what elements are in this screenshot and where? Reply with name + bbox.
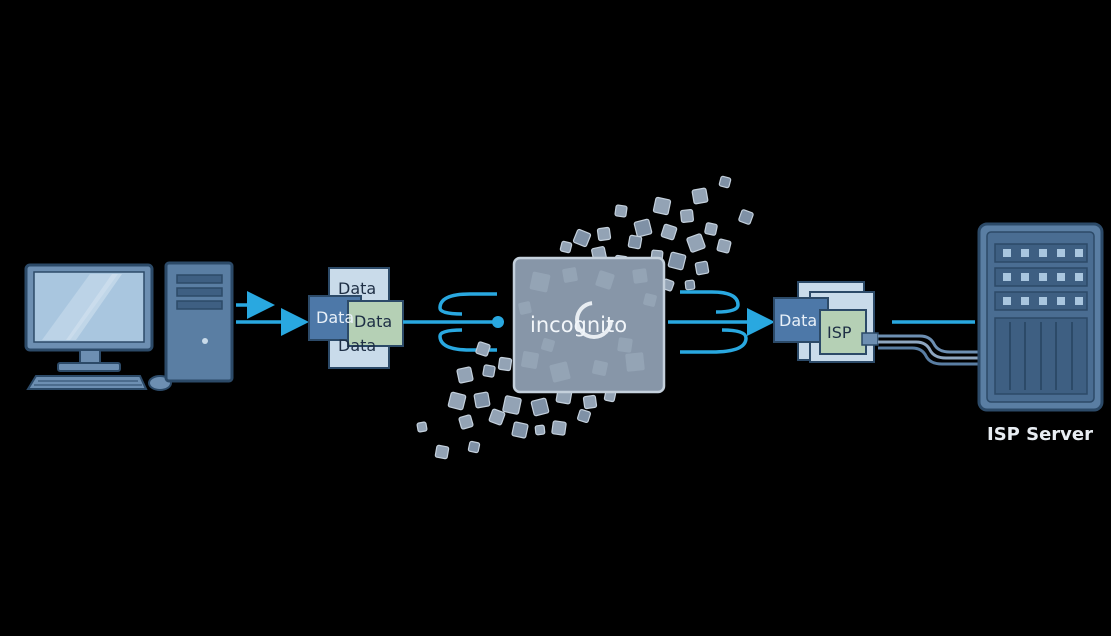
isp-tagged-packets-icon: Data ISP [773, 281, 879, 363]
scramble-cube [572, 228, 592, 248]
scramble-cube [497, 356, 513, 372]
server-bay-light [1075, 249, 1083, 257]
scramble-cube [718, 175, 732, 189]
packet-label-top: Data [338, 279, 376, 298]
server-label: ISP Server [987, 424, 1093, 445]
scramble-cube [551, 420, 567, 436]
server-bay-light [1075, 273, 1083, 281]
connector-incognito-to-isp [668, 290, 775, 354]
data-packets-icon: Data Data Data Data [308, 267, 404, 369]
server-bay-light [1039, 249, 1047, 257]
panel-texture-cube [625, 352, 645, 372]
server-bay-light [1057, 249, 1065, 257]
server-bay-light [1039, 297, 1047, 305]
arrow-computer-to-packets [236, 291, 309, 336]
packet-label-dark: Data [316, 308, 354, 327]
scramble-cube [416, 421, 428, 433]
server-bay-light [1057, 297, 1065, 305]
cables-to-server [878, 320, 978, 366]
scramble-cube [627, 234, 643, 250]
incognito-label: incognito [530, 313, 627, 337]
scramble-cube [475, 341, 491, 357]
isp-packet-tag-label: ISP [827, 323, 852, 342]
scramble-cube [482, 364, 496, 378]
panel-texture [518, 267, 657, 383]
scramble-cube [614, 204, 628, 218]
scramble-cube [447, 391, 467, 411]
scramble-cube [456, 366, 474, 384]
scramble-cube [652, 196, 672, 216]
server-bay-light [1075, 297, 1083, 305]
server-rack-icon [977, 222, 1104, 412]
scramble-cube [686, 233, 706, 253]
panel-texture-cube [549, 361, 571, 383]
isp-packet-data-label: Data [779, 311, 817, 330]
packet-label-bottom: Data [338, 336, 376, 355]
panel-texture-cube [595, 270, 615, 290]
server-bay-light [1003, 249, 1011, 257]
scramble-cube [511, 421, 529, 439]
server-bay-light [1021, 273, 1029, 281]
scramble-cube [704, 222, 718, 236]
server-bay-light [1003, 297, 1011, 305]
server-drive-bays [994, 243, 1088, 311]
scramble-cube [534, 424, 546, 436]
server-bay-light [1057, 273, 1065, 281]
desktop-computer-icon [24, 261, 234, 391]
panel-texture-cube [562, 267, 578, 283]
server-bay-light [1021, 297, 1029, 305]
scramble-cube [582, 394, 598, 410]
panel-texture-cube [518, 301, 532, 315]
scramble-cube [458, 414, 474, 430]
panel-texture-cube [529, 271, 551, 293]
packet-label-green: Data [354, 312, 392, 331]
panel-texture-cube [592, 360, 608, 376]
scramble-cube [691, 187, 709, 205]
connector-packets-to-incognito [403, 292, 504, 352]
panel-texture-cube [632, 268, 648, 284]
scramble-cube [502, 395, 522, 415]
scramble-cube [596, 226, 612, 242]
scramble-cube [633, 218, 653, 238]
scramble-cube [576, 408, 592, 424]
scramble-cube [716, 238, 732, 254]
panel-texture-cube [643, 293, 657, 307]
panel-texture-cube [541, 338, 555, 352]
scramble-cube [488, 408, 506, 426]
scramble-cube [559, 240, 573, 254]
server-bay-light [1003, 273, 1011, 281]
server-bay-light [1039, 273, 1047, 281]
server-bay-light [1021, 249, 1029, 257]
scramble-cube [684, 279, 696, 291]
scramble-cube [738, 209, 754, 225]
panel-texture-cube [617, 337, 633, 353]
scramble-cube [667, 251, 687, 271]
scramble-cube [473, 391, 491, 409]
scramble-cube [530, 397, 550, 417]
scramble-cube [660, 223, 678, 241]
scramble-cube [680, 209, 694, 223]
scramble-cube [434, 444, 450, 460]
incognito-scramble-icon: incognito [512, 256, 666, 394]
scramble-cube [467, 440, 481, 454]
scramble-cube [694, 260, 710, 276]
panel-texture-cube [521, 351, 539, 369]
